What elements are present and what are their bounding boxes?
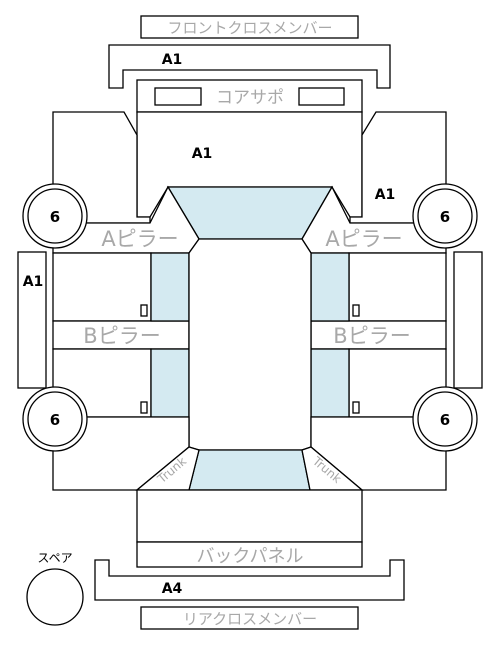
left-front-door-area[interactable] bbox=[52, 252, 152, 322]
right-front-marker bbox=[352, 304, 360, 317]
left-a-pillar-label: Aピラー bbox=[101, 227, 178, 251]
rear-member-grade: A4 bbox=[162, 581, 183, 597]
left-side-sill-part[interactable] bbox=[17, 251, 47, 389]
right-b-pillar-part[interactable] bbox=[310, 320, 447, 350]
right-b-pillar-label: Bピラー bbox=[333, 324, 410, 348]
front-cross-member-box[interactable] bbox=[140, 15, 359, 39]
left-b-pillar-label: Bピラー bbox=[83, 324, 160, 348]
left-rear-side-glass[interactable] bbox=[150, 348, 190, 418]
tire-front-left[interactable] bbox=[22, 183, 88, 249]
core-support-left-slot bbox=[154, 87, 202, 106]
tire-rear-right-grade: 6 bbox=[440, 411, 450, 429]
rear-cross-member-part[interactable] bbox=[94, 559, 405, 601]
core-area-grade: A1 bbox=[192, 146, 213, 162]
tire-front-right[interactable] bbox=[412, 183, 478, 249]
spare-tire[interactable] bbox=[26, 568, 84, 626]
back-panel-label: バックパネル bbox=[196, 546, 303, 567]
tire-rear-left-grade: 6 bbox=[50, 411, 60, 429]
tire-front-left-grade: 6 bbox=[50, 208, 60, 226]
left-b-pillar-part[interactable] bbox=[52, 320, 190, 350]
tire-rear-right[interactable] bbox=[412, 386, 478, 452]
back-panel-part[interactable] bbox=[136, 541, 363, 568]
front-cross-member-part[interactable] bbox=[108, 44, 391, 89]
front-member-grade: A1 bbox=[162, 52, 183, 68]
tire-front-left-rim bbox=[27, 188, 83, 244]
right-side-sill-part[interactable] bbox=[453, 251, 483, 389]
roof-panel[interactable] bbox=[188, 238, 312, 451]
left-front-marker bbox=[140, 304, 148, 317]
tire-front-right-rim bbox=[417, 188, 473, 244]
trunk-floor-part[interactable] bbox=[136, 489, 363, 543]
rear-cross-member-label: リアクロスメンバー bbox=[183, 610, 317, 628]
tire-front-right-grade: 6 bbox=[440, 208, 450, 226]
core-support-right-slot bbox=[298, 87, 345, 106]
rear-cross-member-box[interactable] bbox=[140, 606, 359, 630]
left-rear-marker bbox=[140, 401, 148, 414]
right-front-door-area[interactable] bbox=[348, 252, 447, 322]
tire-rear-right-rim bbox=[417, 391, 473, 447]
tire-rear-left[interactable] bbox=[22, 386, 88, 452]
right-a-pillar-label: Aピラー bbox=[325, 227, 402, 251]
left-front-side-glass[interactable] bbox=[150, 252, 190, 322]
right-rear-marker bbox=[352, 401, 360, 414]
core-support-label: コアサポ bbox=[216, 88, 284, 108]
left-side-grade: A1 bbox=[23, 274, 44, 290]
front-cross-member-label: フロントクロスメンバー bbox=[167, 19, 332, 37]
right-apron-grade: A1 bbox=[375, 187, 396, 203]
right-rear-side-glass[interactable] bbox=[310, 348, 350, 418]
right-front-side-glass[interactable] bbox=[310, 252, 350, 322]
spare-tire-label: スペア bbox=[37, 551, 72, 565]
rear-window-glass[interactable] bbox=[188, 449, 311, 491]
tire-rear-left-rim bbox=[27, 391, 83, 447]
